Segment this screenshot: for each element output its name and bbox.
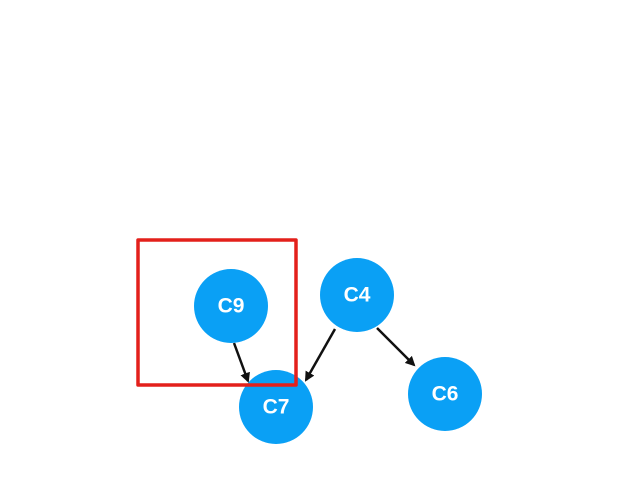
node-c4-label: C4 bbox=[344, 284, 371, 307]
edge-c4-c7 bbox=[304, 328, 337, 382]
edge-c9-c7 bbox=[232, 342, 250, 383]
edge-c4-c6 bbox=[376, 327, 416, 367]
node-c9-label: C9 bbox=[218, 295, 245, 318]
node-c4[interactable]: C4 bbox=[320, 258, 394, 332]
node-c9-circle bbox=[194, 269, 268, 343]
highlight-box bbox=[136, 238, 298, 387]
node-c6-circle bbox=[408, 357, 482, 431]
node-c6[interactable]: C6 bbox=[408, 357, 482, 431]
node-c7-circle bbox=[239, 370, 313, 444]
node-c6-label: C6 bbox=[432, 383, 459, 406]
node-c4-circle bbox=[320, 258, 394, 332]
node-c9[interactable]: C9 bbox=[194, 269, 268, 343]
node-c7[interactable]: C7 bbox=[239, 370, 313, 444]
node-c7-label: C7 bbox=[263, 396, 290, 419]
